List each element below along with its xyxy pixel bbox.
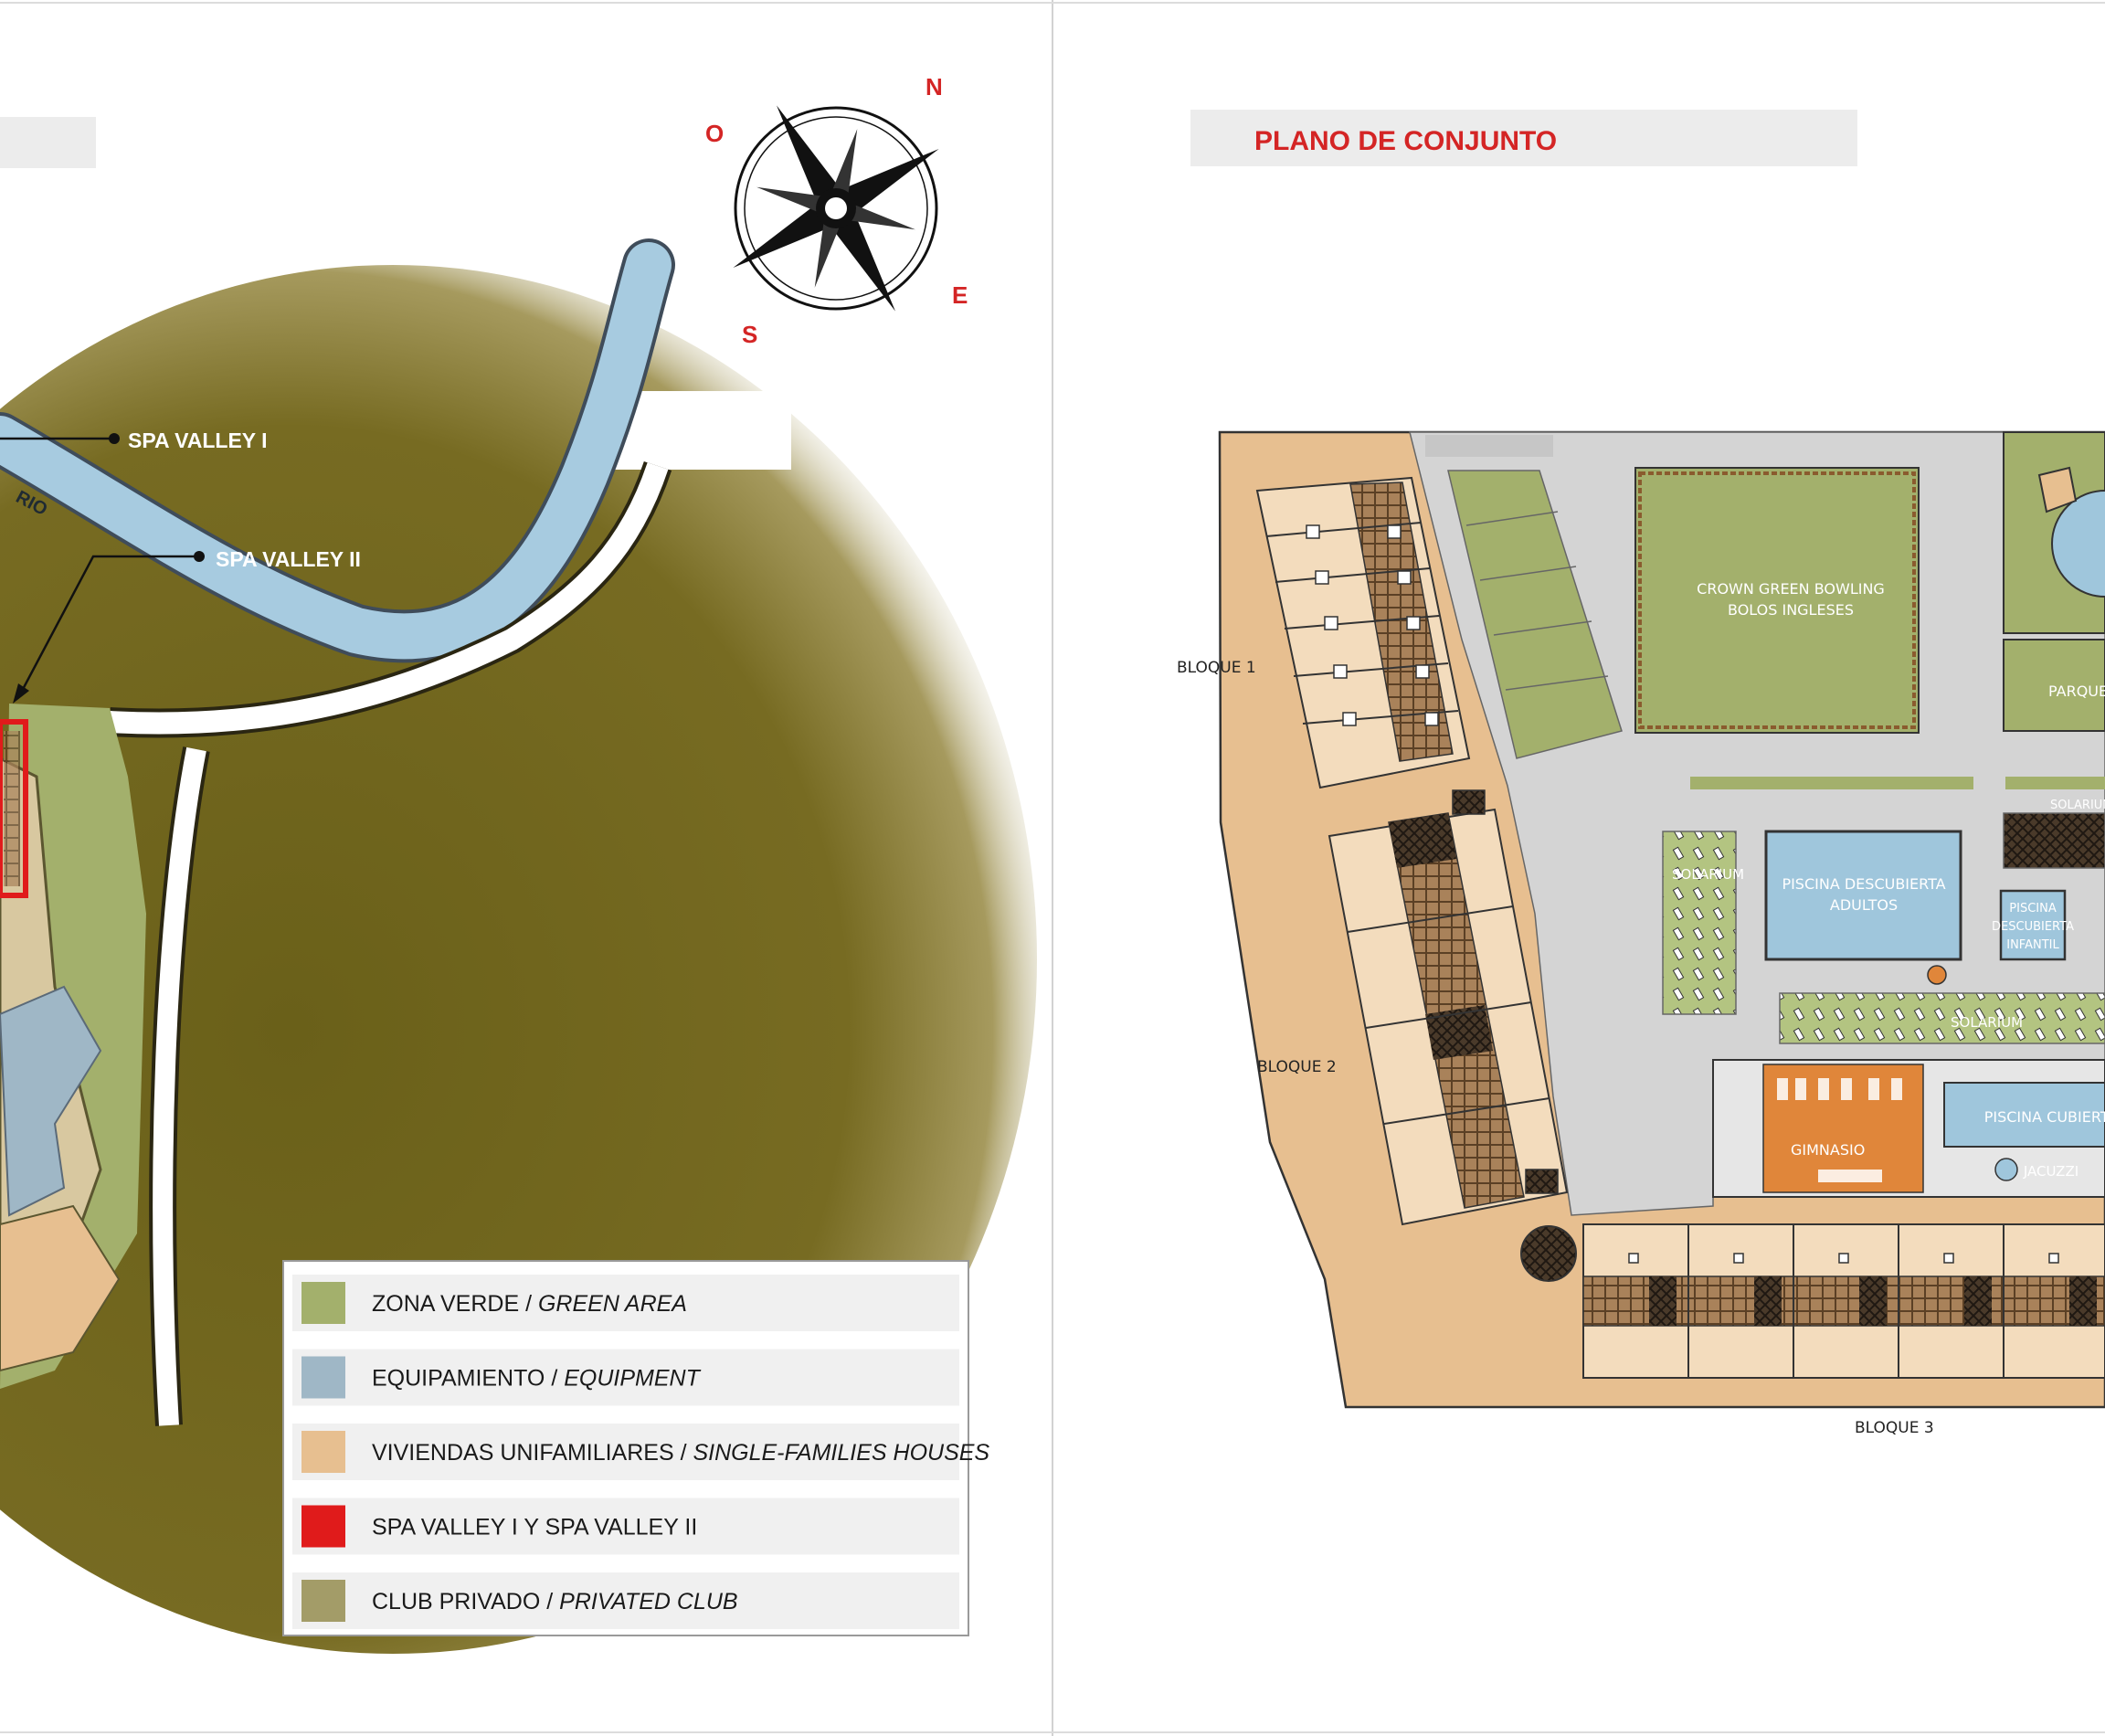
legend-row: EQUIPAMIENTO / EQUIPMENT	[292, 1349, 959, 1406]
legend-row-background	[292, 1498, 959, 1555]
legend-label-es: VIVIENDAS UNIFAMILIARES /	[372, 1440, 693, 1466]
label-pool-kids-3: INFANTIL	[2006, 938, 2059, 952]
jacuzzi-tub	[1994, 1158, 2018, 1181]
legend-row: CLUB PRIVADO / PRIVATED CLUB	[292, 1572, 959, 1629]
legend-row-background	[292, 1349, 959, 1406]
left-title-band	[0, 117, 96, 168]
solarium-bottom	[1779, 992, 2105, 1044]
label-bloque-1: BLOQUE 1	[1177, 659, 1256, 677]
label-indoor-pool: PISCINA CUBIERTA	[1984, 1108, 2105, 1126]
legend-row: VIVIENDAS UNIFAMILIARES / SINGLE-FAMILIE…	[292, 1424, 989, 1480]
spa-valley-outline	[0, 719, 28, 898]
legend-row-background	[292, 1572, 959, 1629]
legend-label-es: SPA VALLEY I Y SPA VALLEY II	[372, 1515, 697, 1540]
gym-equipment	[1777, 1078, 1902, 1182]
hedge-strip	[2005, 777, 2105, 789]
label-solarium-right: SOLARIUM	[2050, 799, 2105, 812]
plan-title: PLANO DE CONJUNTO	[1254, 126, 1557, 156]
plan-title-band	[1190, 110, 1857, 166]
label-bowling-2: BOLOS INGLESES	[1728, 601, 1854, 619]
compass-south: S	[742, 321, 757, 348]
legend-label-en: PRIVATED CLUB	[559, 1589, 737, 1614]
legend-swatch	[301, 1356, 345, 1399]
bloque-3-building	[1582, 1223, 2105, 1379]
label-pool-adults-2: ADULTOS	[1830, 896, 1898, 914]
label-bowling-1: CROWN GREEN BOWLING	[1697, 580, 1885, 598]
outdoor-pool-kids	[1999, 889, 2067, 961]
pointer-dot-spa2	[194, 551, 205, 562]
compass-hub-center	[825, 197, 847, 219]
solarium-pergola	[2003, 812, 2105, 869]
label-solarium-bottom: SOLARIUM	[1951, 1014, 2023, 1031]
legend-row: ZONA VERDE / GREEN AREA	[292, 1275, 959, 1331]
legend: ZONA VERDE / GREEN AREA EQUIPAMIENTO / EQ…	[282, 1260, 989, 1636]
legend-swatch	[301, 1580, 345, 1622]
legend-swatch	[301, 1505, 345, 1548]
compass-north: N	[926, 73, 943, 101]
pointer-dot-spa1	[109, 433, 120, 444]
entrance-strip	[1425, 435, 1553, 457]
label-pool-kids-1: PISCINA	[2009, 902, 2057, 916]
label-gym: GIMNASIO	[1791, 1141, 1865, 1159]
river	[0, 242, 672, 660]
compass-inner-ring	[744, 116, 928, 301]
outdoor-pool-adults	[1764, 830, 1962, 961]
legend-swatch	[301, 1282, 345, 1324]
compass-east: E	[952, 281, 968, 309]
pool-feature	[1927, 965, 1947, 985]
park-lawn	[2003, 639, 2105, 732]
legend-label-en: SINGLE-FAMILIES HOUSES	[693, 1440, 989, 1466]
green-divider	[1493, 620, 1592, 636]
label-spa-valley-2: SPA VALLEY II	[216, 547, 361, 571]
label-pool-kids-2: DESCUBIERTA	[1992, 920, 2074, 934]
solarium-left	[1662, 831, 1737, 1015]
bloque-1-building	[1255, 476, 1471, 789]
label-solarium-left: SOLARIUM	[1672, 866, 1744, 883]
legend-label-es: CLUB PRIVADO /	[372, 1589, 559, 1614]
label-spa-valley-1: SPA VALLEY I	[128, 429, 268, 452]
park-feature	[2037, 466, 2078, 513]
green-divider	[1505, 675, 1609, 691]
legend-label-en: GREEN AREA	[538, 1291, 687, 1317]
legend-row-background	[292, 1275, 959, 1331]
legend-row-background	[292, 1424, 959, 1480]
houses-area	[0, 1204, 121, 1372]
label-bloque-2: BLOQUE 2	[1257, 1058, 1337, 1076]
equipment-area	[0, 985, 102, 1217]
legend-label: SPA VALLEY I Y SPA VALLEY II	[372, 1515, 697, 1540]
legend-label-es: EQUIPAMIENTO /	[372, 1366, 564, 1392]
bloque-2-building	[1328, 789, 1569, 1226]
bowling-edge	[1638, 471, 1916, 729]
green-divider	[1465, 511, 1559, 526]
compass-west: O	[705, 120, 724, 147]
hedge-strip	[1690, 777, 1973, 789]
spa-valley-roofs	[4, 731, 20, 886]
plaza-feature	[1520, 1225, 1577, 1282]
legend-label: VIVIENDAS UNIFAMILIARES / SINGLE-FAMILIE…	[372, 1440, 989, 1466]
compass-rose: N O E S	[705, 73, 968, 348]
pointer-spa2	[18, 555, 199, 695]
green-divider	[1479, 566, 1577, 581]
pointer-arrow	[13, 683, 29, 704]
side-road	[153, 746, 206, 1426]
bowling-green	[1634, 467, 1920, 734]
park-pond	[2051, 490, 2105, 598]
green-strip	[1447, 470, 1623, 759]
legend-label-en: EQUIPMENT	[564, 1366, 701, 1392]
legend-row: SPA VALLEY I Y SPA VALLEY II	[292, 1498, 959, 1555]
legend-label: EQUIPAMIENTO / EQUIPMENT	[372, 1366, 702, 1392]
main-road	[109, 462, 669, 735]
indoor-pool	[1943, 1082, 2105, 1148]
legend-label: CLUB PRIVADO / PRIVATED CLUB	[372, 1589, 738, 1614]
legend-label-es: ZONA VERDE /	[372, 1291, 538, 1317]
label-bloque-3: BLOQUE 3	[1855, 1419, 1934, 1437]
label-pool-adults-1: PISCINA DESCUBIERTA	[1782, 875, 1945, 893]
label-parque: PARQUE	[2048, 683, 2105, 700]
site-plan: PLANO DE CONJUNTO CROWN GREEN BOWLING BO…	[1177, 110, 2105, 1437]
legend-label: ZONA VERDE / GREEN AREA	[372, 1291, 687, 1317]
legend-swatch	[301, 1431, 345, 1473]
label-jacuzzi: JACUZZI	[2023, 1163, 2079, 1180]
